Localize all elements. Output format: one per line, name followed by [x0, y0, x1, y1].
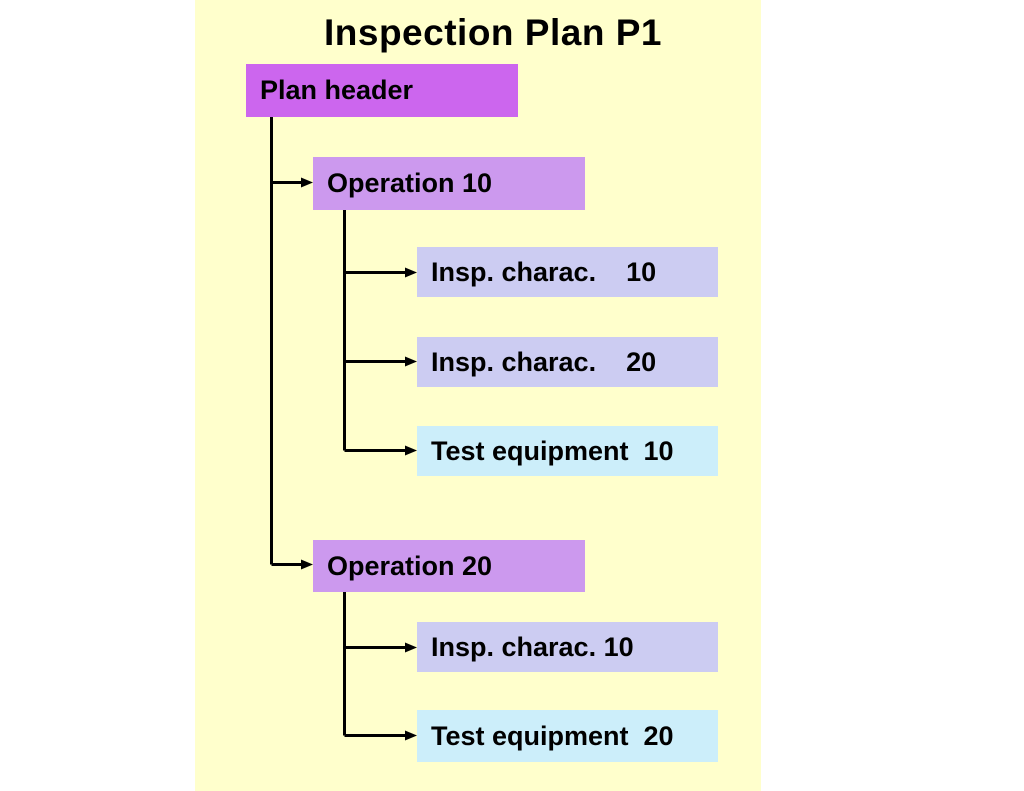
- operation-10-label: Operation 10: [327, 168, 493, 198]
- insp-charac-10-op10-label: Insp. charac. 10: [431, 256, 657, 287]
- insp-charac-20-op10-label: Insp. charac. 20: [431, 346, 657, 377]
- node-test-equipment-10: Test equipment 10: [417, 426, 718, 476]
- node-insp-charac-10-op20: Insp. charac. 10: [417, 622, 718, 672]
- insp-charac-10-op20-label: Insp. charac. 10: [431, 631, 634, 662]
- operation-20-label: Operation 20: [327, 550, 493, 581]
- node-operation-10: Operation 10: [313, 157, 585, 210]
- test-equipment-10-label: Test equipment 10: [431, 435, 674, 466]
- diagram-title: Inspection Plan P1: [324, 12, 662, 53]
- node-insp-charac-10-op10: Insp. charac. 10: [417, 247, 718, 297]
- test-equipment-20-label: Test equipment 20: [431, 720, 674, 751]
- node-insp-charac-20-op10: Insp. charac. 20: [417, 337, 718, 387]
- node-plan-header: Plan header: [246, 64, 518, 117]
- plan-header-label: Plan header: [260, 75, 414, 105]
- node-operation-20: Operation 20: [313, 540, 585, 592]
- node-test-equipment-20: Test equipment 20: [417, 710, 718, 762]
